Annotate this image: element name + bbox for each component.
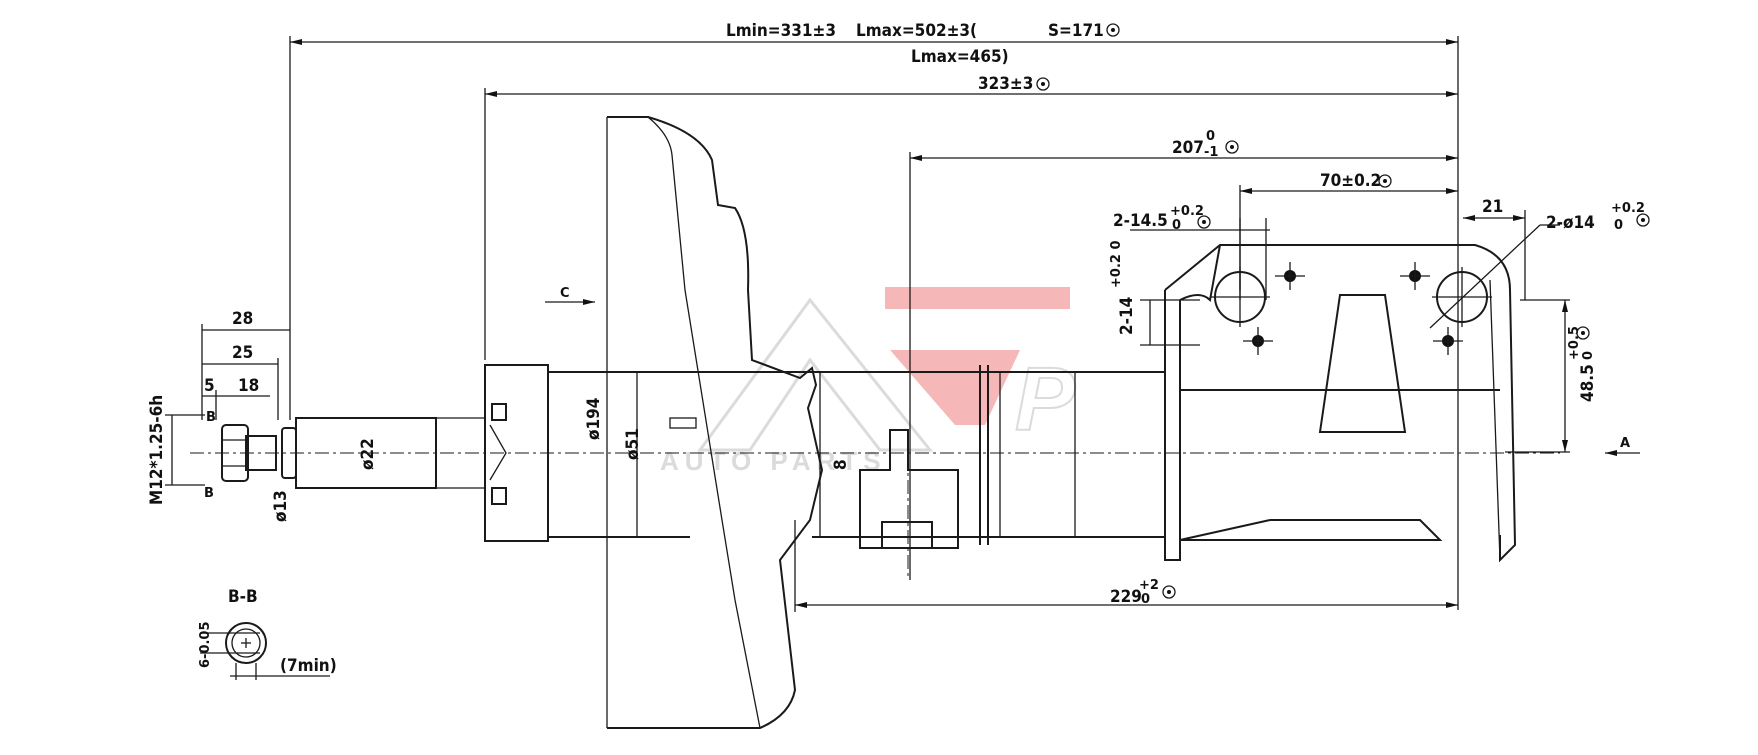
- lmin-label: Lmin=331±3: [726, 21, 836, 41]
- svg-text:+0.2: +0.2: [1611, 201, 1645, 216]
- svg-text:+2: +2: [1139, 578, 1159, 593]
- hole-round-label: 2-ø14: [1546, 213, 1595, 233]
- dia13-label: ø13: [271, 490, 291, 522]
- svg-text:0: 0: [1172, 218, 1181, 233]
- lmax-label: Lmax=502±3(: [856, 21, 977, 41]
- svg-text:0: 0: [1614, 218, 1623, 233]
- dimension-323: 323±3: [484, 74, 1458, 360]
- dimension-48-5: 48.5 +0.5 0: [1505, 299, 1598, 453]
- svg-text:0: 0: [1141, 592, 1150, 607]
- d8-label: 8: [831, 459, 851, 470]
- dimension-229: 229 +2 0: [794, 520, 1458, 612]
- watermark-gray-triangle: [697, 297, 934, 452]
- watermark-red-bar: [885, 287, 1070, 309]
- view-a-label: A: [1620, 436, 1630, 451]
- svg-text:+0.2 0: +0.2 0: [1109, 241, 1124, 289]
- section-b-b: B-B 6-0.05 (7min): [198, 587, 337, 680]
- body-tube: 8: [812, 365, 1165, 545]
- view-a-arrow: A: [1605, 436, 1640, 456]
- spring-seat: ø194 ø51 C: [545, 116, 824, 729]
- d5-label: 5: [204, 376, 215, 396]
- d70-label: 70±0.2: [1320, 171, 1381, 191]
- dia194-label: ø194: [584, 398, 604, 440]
- d25-label: 25: [232, 343, 253, 363]
- dimension-21: 21: [1463, 197, 1526, 300]
- section-min-label: (7min): [280, 656, 337, 676]
- hole-round-symbol-icon: [1636, 213, 1650, 227]
- d18-label: 18: [238, 376, 259, 396]
- d229-label: 229: [1110, 587, 1142, 607]
- d48-symbol-icon: [1576, 326, 1590, 340]
- overall-length-dimension: Lmin=331±3 Lmax=502±3( S=171 Lmax=465): [289, 21, 1459, 610]
- d323-label: 323±3: [978, 74, 1033, 94]
- hole-slot-label: 2-14.5: [1113, 211, 1168, 231]
- lmax2-label: Lmax=465): [911, 47, 1009, 67]
- rod-end-dimensions: 28 25 5 18 M12*1.25-6h B B ø13: [147, 309, 291, 522]
- watermark-text: AUTO PARTS: [660, 446, 887, 476]
- d70-symbol-icon: [1378, 174, 1392, 188]
- section-dim-label: 6-0.05: [198, 621, 213, 668]
- section-b-top-label: B: [206, 410, 216, 425]
- d323-symbol-icon: [1036, 77, 1050, 91]
- section-title: B-B: [228, 587, 258, 607]
- d207-symbol-icon: [1225, 140, 1239, 154]
- dia51-label: ø51: [623, 428, 643, 460]
- hole-slot-callout: 2-14.5 +0.2 0: [1113, 204, 1270, 300]
- svg-text:0: 0: [1206, 129, 1215, 144]
- view-c-label: C: [560, 286, 570, 301]
- svg-text:-1: -1: [1204, 145, 1218, 160]
- section-b-bottom-label: B: [204, 486, 214, 501]
- dimension-207: 207 0 -1: [909, 129, 1458, 580]
- watermark: P AUTO PARTS: [660, 287, 1081, 476]
- hole-round-callout: 2-ø14 +0.2 0: [1429, 201, 1650, 329]
- hole-slot-v-label: 2-14: [1117, 297, 1137, 335]
- dia22-label: ø22: [358, 438, 378, 470]
- stroke-label: S=171: [1048, 21, 1104, 41]
- knuckle-mount: [1164, 244, 1517, 563]
- thread-label: M12*1.25-6h: [147, 395, 167, 505]
- bracket: [859, 429, 959, 580]
- svg-text:+0.5: +0.5: [1567, 326, 1582, 360]
- d21-label: 21: [1482, 197, 1503, 217]
- hole-slot-vertical-callout: 2-14 +0.2 0: [1109, 241, 1200, 346]
- d207-label: 207: [1172, 138, 1204, 158]
- svg-text:+0.2: +0.2: [1170, 204, 1204, 219]
- stroke-symbol-icon: [1106, 23, 1120, 37]
- svg-text:0: 0: [1581, 351, 1596, 360]
- d28-label: 28: [232, 309, 253, 329]
- d229-symbol-icon: [1162, 585, 1176, 599]
- dimension-70: 70±0.2: [1239, 171, 1458, 290]
- hole-slot-symbol-icon: [1197, 215, 1211, 229]
- d48-label: 48.5: [1578, 364, 1598, 402]
- watermark-logo-p: P: [1015, 350, 1081, 450]
